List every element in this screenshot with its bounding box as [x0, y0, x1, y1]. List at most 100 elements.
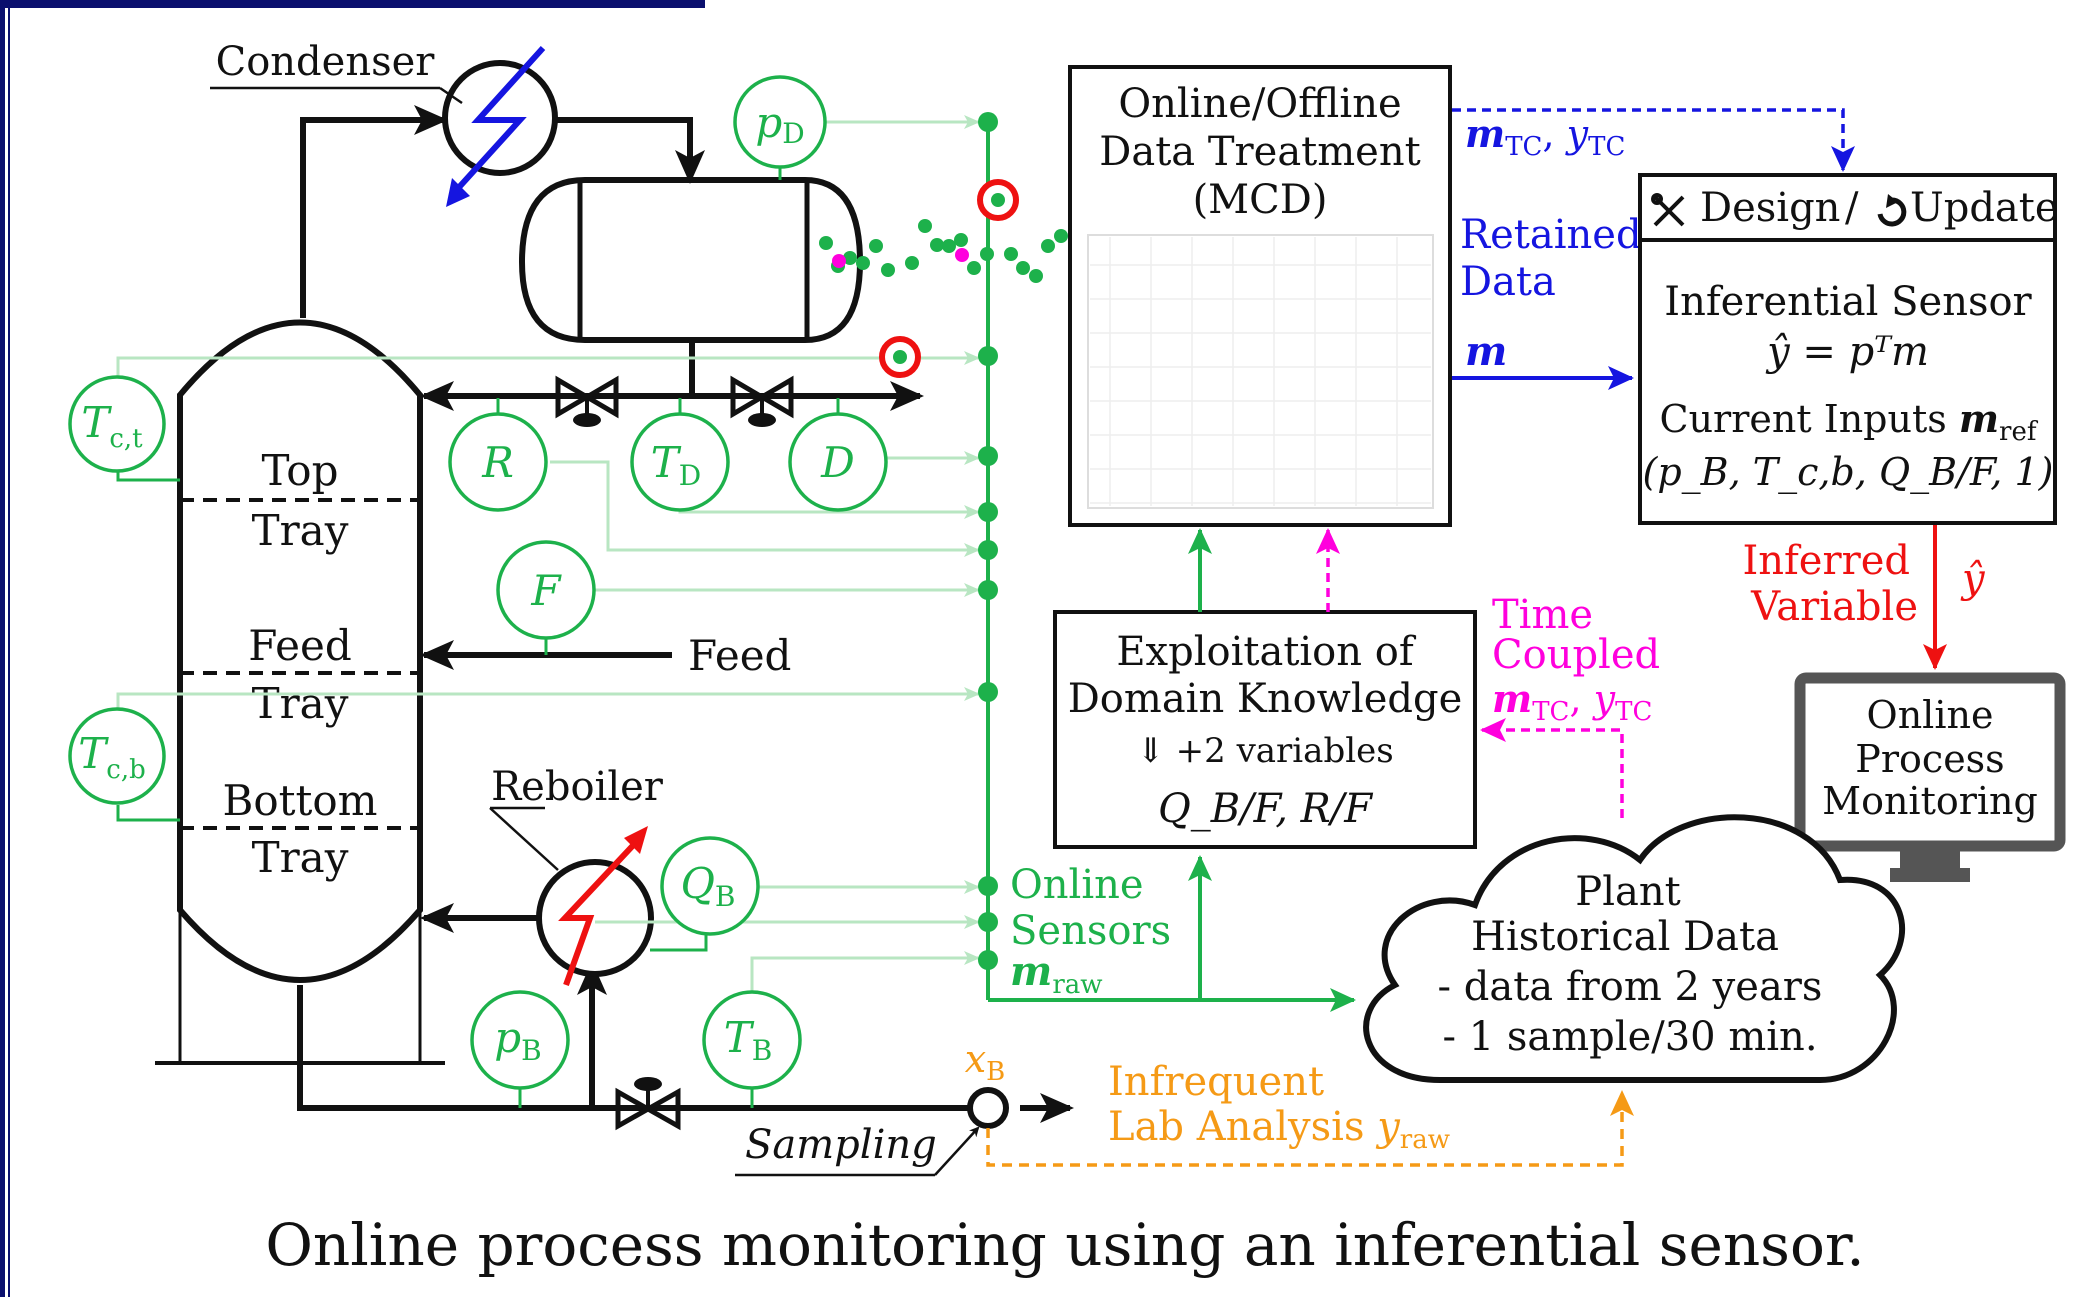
- svg-text:Online: Online: [1010, 862, 1144, 908]
- outlier-target-icon: [879, 336, 921, 378]
- inferential-sensor-title: Inferential Sensor: [1664, 279, 2032, 325]
- retained-data-point: [905, 256, 919, 270]
- valve-reflux: [555, 375, 619, 427]
- svg-text:Lab Analysis yraw: Lab Analysis yraw: [1108, 1104, 1450, 1155]
- reboiler: [489, 806, 654, 987]
- retained-data-point: [1054, 229, 1068, 243]
- retained-data-point: [954, 233, 968, 247]
- outlier-target-icon: [977, 179, 1019, 221]
- sensor-R-bubble: [448, 412, 548, 512]
- retained-data-point: [881, 263, 895, 277]
- retained-data-point: [1016, 261, 1030, 275]
- mcd-scatter-plot: [819, 179, 1434, 509]
- refresh-icon: [1877, 194, 1907, 227]
- retained-data-point: [869, 239, 883, 253]
- domain-line1: Exploitation of: [1116, 629, 1416, 675]
- current-inputs-vector: (p_B, T_c,b, Q_B/F, 1): [1643, 450, 2054, 495]
- retained-data-point: [1029, 269, 1043, 283]
- sensor-Tcb-label: Tc,b: [78, 729, 146, 785]
- retained-data-point: [918, 219, 932, 233]
- sensor-D-label: D: [820, 438, 855, 487]
- valve-bottoms: [615, 1077, 681, 1131]
- online-sensor-bus: [978, 112, 1356, 1012]
- sensor-Tct-bubble: [68, 375, 166, 473]
- monitor-line1: Online: [1867, 693, 1994, 737]
- mcd-line3: (MCD): [1193, 177, 1328, 223]
- monitor-icon: [1794, 672, 2066, 882]
- retained-data-point: [980, 247, 994, 261]
- time-coupled-data-point: [832, 254, 846, 268]
- svg-text:Sensors: Sensors: [1010, 908, 1171, 954]
- historical-data-cloud: [1363, 814, 1906, 1083]
- retained-data-point: [1041, 239, 1055, 253]
- sensor-bubbles: [68, 75, 888, 1090]
- design-update-header: Design / Update: [1651, 185, 2059, 231]
- svg-text:Coupled: Coupled: [1492, 632, 1660, 678]
- domain-line2: Domain Knowledge: [1068, 676, 1463, 722]
- retained-data-point: [930, 238, 944, 252]
- top-tray-label-1: Top: [262, 446, 339, 495]
- domain-line3: ⇓ +2 variables: [1136, 731, 1393, 771]
- cloud-line4: - 1 sample/30 min.: [1442, 1014, 1817, 1060]
- retained-label-1: Retained: [1460, 212, 1642, 258]
- sensor-pB-bubble: [470, 990, 570, 1090]
- mcd-line1: Online/Offline: [1118, 81, 1401, 127]
- design-update-separator: /: [1845, 185, 1859, 231]
- current-inputs-line: Current Inputs mref: [1660, 396, 2039, 447]
- process-piping: [297, 105, 1074, 1123]
- domain-to-mcd-flows: [1188, 528, 1624, 818]
- sensor-TB-label: TB: [724, 1013, 773, 1067]
- lab-analysis-label: Infrequent Lab Analysis yraw: [1108, 1059, 1450, 1155]
- svg-text:mTC, yTC: mTC, yTC: [1492, 676, 1652, 727]
- monitor-line3: Monitoring: [1822, 779, 2038, 823]
- m-label: m: [1465, 328, 1507, 375]
- tools-icon: [1651, 193, 1685, 227]
- sensor-TB-bubble: [702, 990, 802, 1090]
- top-tray-label-2: Tray: [252, 506, 349, 555]
- sensor-D-bubble: [788, 412, 888, 512]
- tray-labels: Top Tray Feed Tray Bottom Tray: [222, 446, 377, 882]
- retained-data-point: [967, 261, 981, 275]
- retained-data-point: [843, 251, 857, 265]
- online-sensors-label: Online Sensors mraw: [1010, 862, 1171, 1000]
- svg-text:Time: Time: [1492, 592, 1593, 638]
- monitor-line2: Process: [1855, 737, 2004, 781]
- cloud-line2: Historical Data: [1471, 914, 1779, 960]
- retained-data-point: [856, 256, 870, 270]
- sensor-pD-label: pD: [755, 98, 804, 150]
- time-coupled-label: Time Coupled mTC, yTC: [1492, 592, 1660, 727]
- domain-line4: Q_B/F, R/F: [1158, 786, 1373, 832]
- sensor-equation: ŷ = pᵀm: [1765, 329, 1929, 375]
- design-label: Design: [1700, 185, 1840, 231]
- retained-data-point: [1004, 247, 1018, 261]
- svg-text:Infrequent: Infrequent: [1108, 1059, 1324, 1105]
- mcd-to-sensor-flows: [1452, 108, 1855, 390]
- mcd-line2: Data Treatment: [1099, 129, 1420, 175]
- yhat-label: ŷ: [1960, 556, 1986, 602]
- sensor-F-label: F: [530, 566, 562, 615]
- inferred-label-2: Variable: [1750, 584, 1918, 630]
- sensor-TD-label: TD: [651, 438, 701, 492]
- cloud-line1: Plant: [1575, 869, 1680, 915]
- sensor-QB-label: QB: [680, 859, 735, 913]
- sampling-point: [967, 1087, 1009, 1129]
- update-label: Update: [1910, 185, 2059, 231]
- cloud-line3: - data from 2 years: [1438, 964, 1823, 1010]
- valve-distillate: [730, 375, 794, 427]
- sensor-QB-bubble: [660, 836, 760, 936]
- time-coupled-data-point: [955, 248, 969, 262]
- feed-tray-label-1: Feed: [248, 621, 351, 670]
- sensor-labels: pD Tc,t R TD D F Tc,b QB pB TB: [78, 98, 855, 1067]
- bottom-tray-label-1: Bottom: [222, 776, 377, 825]
- sensor-Tcb-bubble: [68, 707, 166, 805]
- sensor-Tct-label: Tc,t: [81, 398, 143, 454]
- sensor-TD-bubble: [630, 412, 730, 512]
- mtc-ytc-label-blue: mTC, yTC: [1465, 111, 1625, 162]
- sampling-leader: [735, 1126, 980, 1177]
- reboiler-label: Reboiler: [491, 764, 664, 810]
- inferential-sensor-box: [1638, 173, 2057, 525]
- sampling-label: Sampling: [745, 1122, 937, 1168]
- domain-knowledge-box: [1053, 610, 1477, 849]
- sensor-F-bubble: [496, 540, 596, 640]
